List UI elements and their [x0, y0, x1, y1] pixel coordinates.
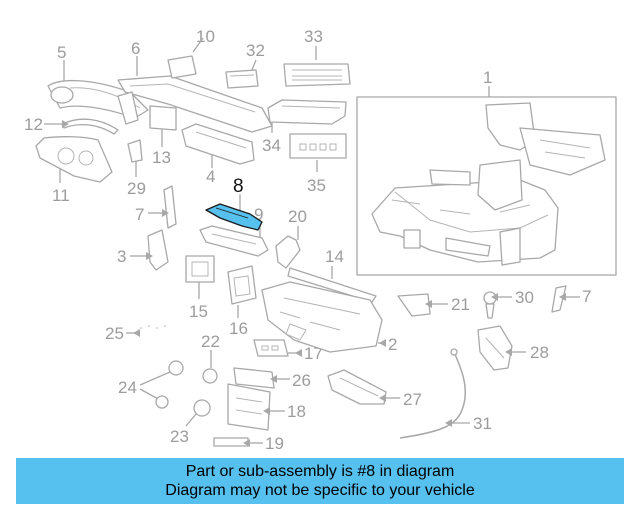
- callout-15[interactable]: 15: [189, 302, 208, 321]
- callout-11[interactable]: 11: [52, 186, 70, 205]
- part-32-unit: [225, 69, 259, 89]
- callout-22[interactable]: 22: [201, 332, 220, 351]
- callout-1[interactable]: 1: [483, 68, 492, 87]
- part-34-panel: [267, 99, 347, 125]
- callout-26[interactable]: 26: [292, 371, 311, 390]
- part-4-panel: [181, 123, 255, 165]
- part-15-bezel: [185, 255, 215, 283]
- callout-2[interactable]: 2: [388, 335, 397, 354]
- callout-9[interactable]: 9: [254, 205, 263, 224]
- callout-7-right[interactable]: 7: [582, 287, 591, 306]
- callout-3[interactable]: 3: [117, 247, 126, 266]
- part-33-vent: [283, 63, 351, 87]
- part-12-strip: [61, 118, 119, 135]
- part-19-strip: [213, 437, 249, 447]
- callout-5[interactable]: 5: [57, 43, 66, 62]
- callout-12[interactable]: 12: [24, 115, 43, 134]
- callout-8[interactable]: 8: [233, 176, 244, 197]
- part-23-knob: [193, 399, 211, 417]
- assembly-1-box: [356, 96, 617, 276]
- part-11-cluster: [35, 136, 113, 183]
- callout-16[interactable]: 16: [229, 319, 248, 338]
- part-3-side-panel: [147, 229, 169, 271]
- part-6-top-pad: [117, 75, 273, 133]
- part-9-lower-panel: [199, 225, 269, 257]
- part-25-clips: [140, 325, 168, 329]
- part-2-lower-dash: [261, 281, 383, 353]
- part-29-bracket: [127, 139, 143, 163]
- part-20-bracket: [275, 235, 301, 269]
- callout-6[interactable]: 6: [131, 39, 140, 58]
- callout-27[interactable]: 27: [403, 390, 422, 409]
- part-22-knob: [202, 368, 218, 384]
- info-banner: Part or sub-assembly is #8 in diagram Di…: [16, 458, 624, 504]
- callout-13[interactable]: 13: [152, 148, 171, 167]
- part-26-trim: [233, 367, 275, 389]
- callout-30[interactable]: 30: [515, 288, 534, 307]
- callout-31[interactable]: 31: [473, 414, 492, 433]
- part-14-strip: [287, 267, 377, 303]
- callout-29[interactable]: 29: [127, 179, 146, 198]
- callout-32[interactable]: 32: [246, 41, 265, 60]
- part-7-right-trim: [551, 285, 567, 313]
- part-7-left-trim: [163, 185, 177, 229]
- part-16-bezel: [227, 265, 257, 305]
- callout-35[interactable]: 35: [307, 176, 326, 195]
- part-24-knob-b: [155, 395, 169, 409]
- callout-21[interactable]: 21: [451, 295, 470, 314]
- arrowheads: [62, 120, 566, 447]
- part-35-switch-panel: [289, 133, 347, 159]
- callout-20[interactable]: 20: [288, 207, 307, 226]
- part-21-bracket: [397, 293, 431, 317]
- callout-4[interactable]: 4: [206, 167, 215, 186]
- callout-25[interactable]: 25: [105, 324, 124, 343]
- callout-18[interactable]: 18: [287, 402, 306, 421]
- callout-17[interactable]: 17: [304, 344, 323, 363]
- part-18-center-panel: [227, 383, 271, 431]
- part-17-switch: [253, 339, 289, 357]
- callout-34[interactable]: 34: [262, 136, 281, 155]
- callout-19[interactable]: 19: [265, 434, 284, 453]
- part-27-duct: [327, 369, 387, 405]
- callout-28[interactable]: 28: [530, 343, 549, 362]
- part-8-highlighted[interactable]: [205, 203, 263, 231]
- part-24-knob-a: [168, 360, 184, 376]
- part-1-dash-frame: [371, 102, 606, 266]
- part-31-cable: [399, 348, 466, 439]
- callout-23[interactable]: 23: [170, 427, 189, 446]
- part-28-duct: [477, 325, 513, 371]
- part-13-trim: [149, 105, 177, 131]
- callout-33[interactable]: 33: [304, 27, 323, 46]
- banner-line-2: Diagram may not be specific to your vehi…: [165, 482, 475, 499]
- callout-24[interactable]: 24: [118, 378, 137, 397]
- callout-14[interactable]: 14: [325, 247, 344, 266]
- banner-line-1: Part or sub-assembly is #8 in diagram: [185, 463, 455, 480]
- callout-7-left[interactable]: 7: [135, 205, 144, 224]
- parts-diagram: 1 2 3 4 5 6 7 7 8 9 10 11 12 13 14 15 16…: [24, 27, 617, 453]
- part-10-cover: [167, 55, 197, 79]
